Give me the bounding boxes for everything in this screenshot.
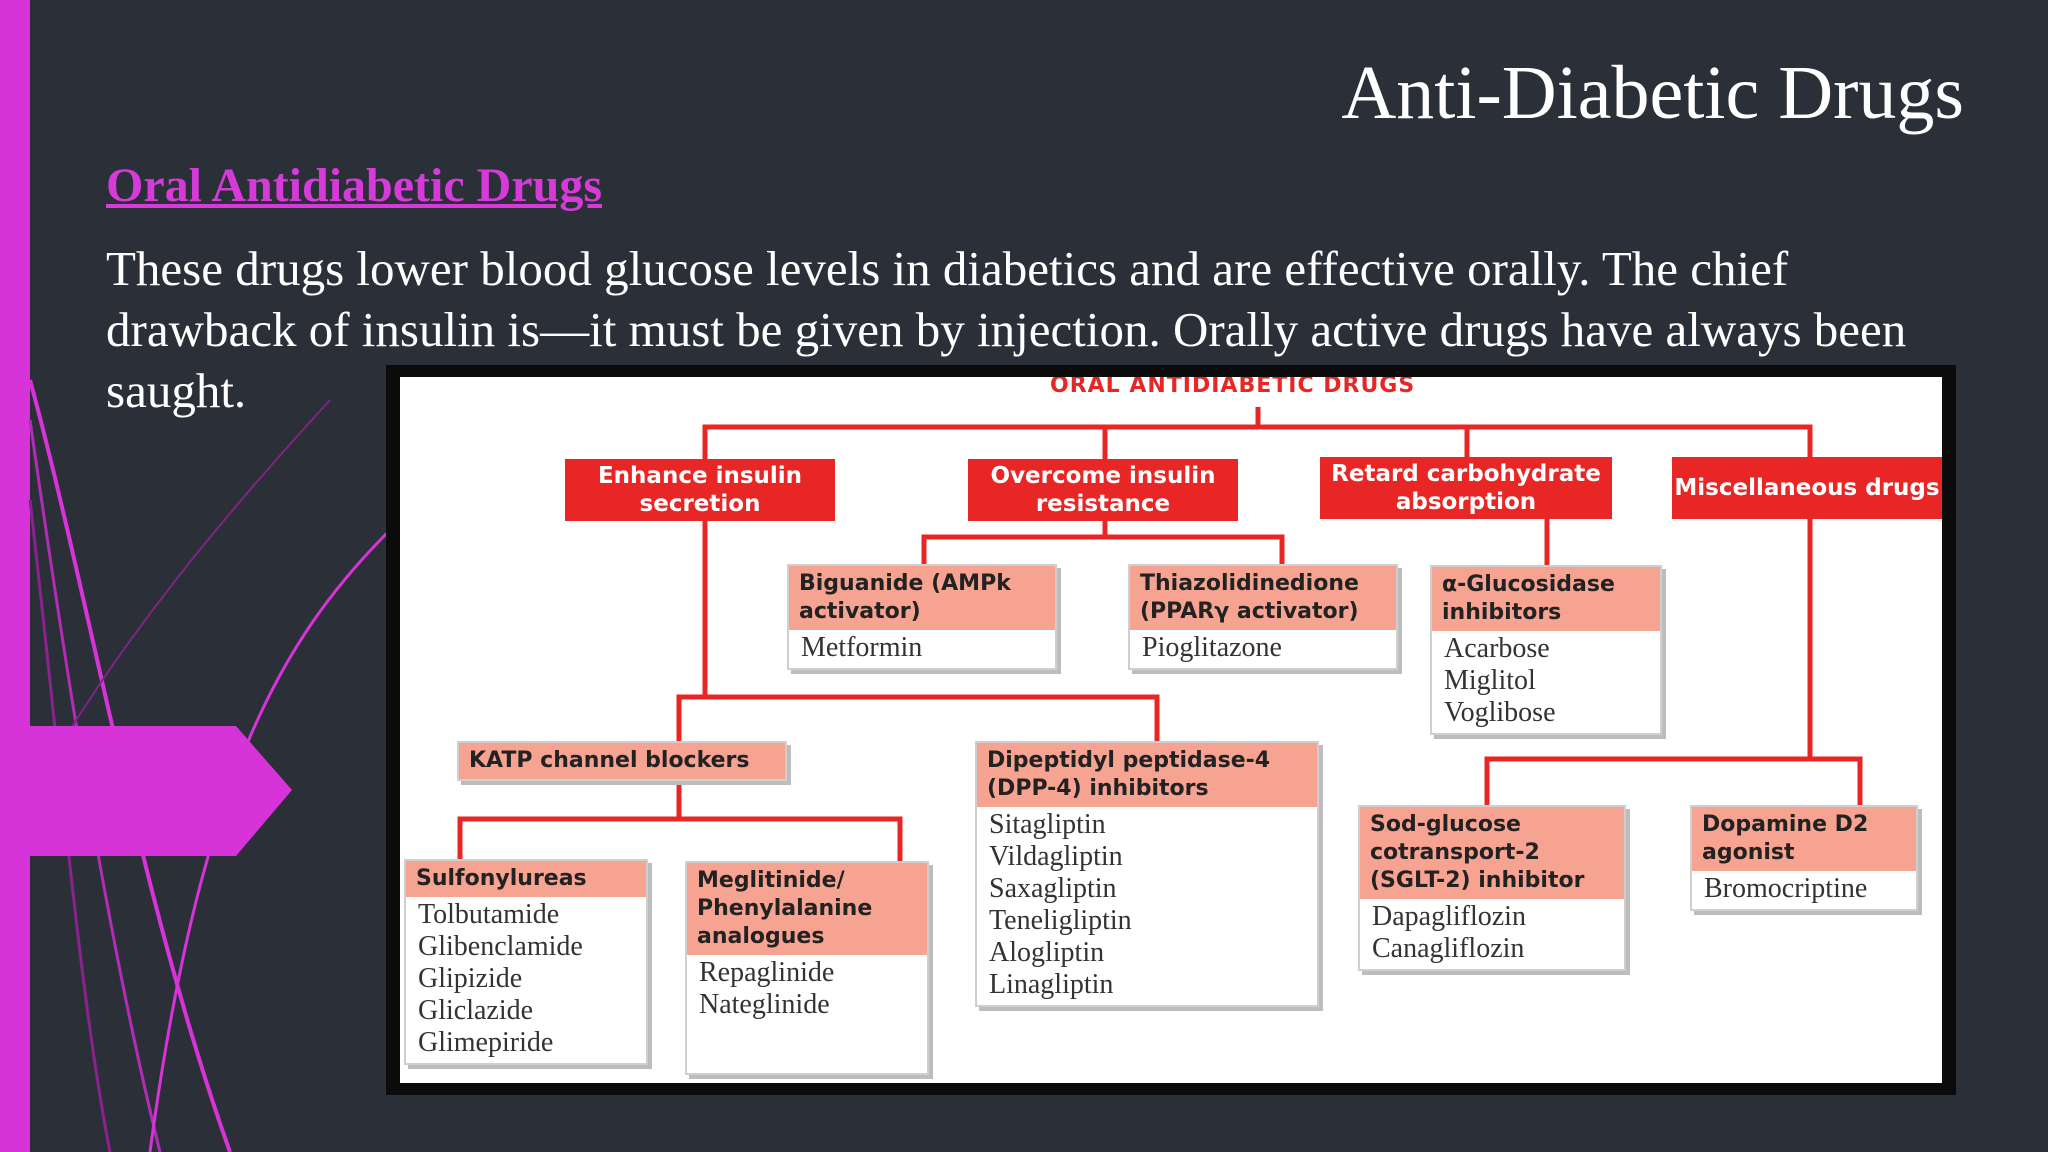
drug-name: Linagliptin xyxy=(989,969,1114,1000)
box-sglt2-inhibitor: Sod-glucose cotransport-2 (SGLT-2) inhib… xyxy=(1358,805,1626,971)
box-head: Sod-glucose cotransport-2 (SGLT-2) inhib… xyxy=(1360,807,1624,899)
slide-title: Anti-Diabetic Drugs xyxy=(1341,51,1964,135)
category-overcome-insulin-resistance: Overcome insulin resistance xyxy=(968,459,1238,521)
drug-name: Glibenclamide xyxy=(418,931,583,962)
box-meglitinide: Meglitinide/ Phenylalanine analogues Rep… xyxy=(685,861,929,1075)
drug-name: Glipizide xyxy=(418,963,523,994)
body-paragraph: These drugs lower blood glucose levels i… xyxy=(106,241,1907,418)
drug-name: Tolbutamide xyxy=(418,899,560,930)
diagram-title: ORAL ANTIDIABETIC DRUGS xyxy=(1050,377,1416,398)
drug-name: Metformin xyxy=(801,632,923,663)
box-katp-channel-blockers: KATP channel blockers xyxy=(457,741,787,781)
box-items: Acarbose Miglitol Voglibose xyxy=(1432,631,1660,733)
box-head: α-Glucosidase inhibitors xyxy=(1432,567,1660,631)
box-dpp4-inhibitors: Dipeptidyl peptidase-4 (DPP-4) inhibitor… xyxy=(975,741,1319,1007)
drug-name: Bromocriptine xyxy=(1704,873,1868,904)
arrow-tab xyxy=(0,726,292,856)
section-subheading: Oral Antidiabetic Drugs xyxy=(106,159,603,212)
box-head: Dipeptidyl peptidase-4 (DPP-4) inhibitor… xyxy=(977,743,1317,807)
drug-name: Dapagliflozin xyxy=(1372,901,1526,932)
box-head: Sulfonylureas xyxy=(406,861,646,897)
box-head: Thiazolidinedione (PPARγ activator) xyxy=(1130,566,1396,630)
box-head: Meglitinide/ Phenylalanine analogues xyxy=(687,863,927,955)
drug-name: Nateglinide xyxy=(699,989,830,1020)
box-items: Repaglinide Nateglinide xyxy=(687,955,927,1025)
box-items: Sitagliptin Vildagliptin Saxagliptin Ten… xyxy=(977,807,1317,1005)
category-enhance-insulin-secretion: Enhance insulin secretion xyxy=(565,459,835,521)
drug-name: Saxagliptin xyxy=(989,873,1117,904)
box-items: Tolbutamide Glibenclamide Glipizide Glic… xyxy=(406,897,646,1063)
drug-name: Alogliptin xyxy=(989,937,1105,968)
category-miscellaneous-drugs: Miscellaneous drugs xyxy=(1672,457,1942,519)
drug-classification-diagram: ORAL ANTIDIABETIC DRUGS Enhance insulin … xyxy=(400,377,1942,1083)
box-items: Dapagliflozin Canagliflozin xyxy=(1360,899,1624,969)
box-items: Bromocriptine xyxy=(1692,871,1916,909)
category-retard-carbohydrate-absorption: Retard carbohydrate absorption xyxy=(1320,457,1612,519)
drug-name: Pioglitazone xyxy=(1142,632,1282,663)
drug-name: Glimepiride xyxy=(418,1027,554,1058)
drug-name: Voglibose xyxy=(1444,697,1556,728)
box-head: Biguanide (AMPk activator) xyxy=(789,566,1055,630)
drug-name: Canagliflozin xyxy=(1372,933,1525,964)
box-sulfonylureas: Sulfonylureas Tolbutamide Glibenclamide … xyxy=(404,859,648,1065)
box-biguanide: Biguanide (AMPk activator) Metformin xyxy=(787,564,1057,670)
accent-bar xyxy=(0,0,30,1152)
drug-name: Repaglinide xyxy=(699,957,835,988)
box-alpha-glucosidase: α-Glucosidase inhibitors Acarbose Miglit… xyxy=(1430,565,1662,735)
box-items: Metformin xyxy=(789,630,1055,668)
box-head: KATP channel blockers xyxy=(459,743,785,779)
connector-lines xyxy=(457,407,1863,861)
box-head: Dopamine D2 agonist xyxy=(1692,807,1916,871)
box-items: Pioglitazone xyxy=(1130,630,1396,668)
drug-name: Gliclazide xyxy=(418,995,534,1026)
drug-name: Miglitol xyxy=(1444,665,1536,696)
drug-name: Vildagliptin xyxy=(989,841,1123,872)
drug-name: Teneligliptin xyxy=(989,905,1132,936)
drug-name: Acarbose xyxy=(1444,633,1550,664)
box-dopamine-agonist: Dopamine D2 agonist Bromocriptine xyxy=(1690,805,1918,911)
box-thiazolidinedione: Thiazolidinedione (PPARγ activator) Piog… xyxy=(1128,564,1398,670)
drug-name: Sitagliptin xyxy=(989,809,1106,840)
